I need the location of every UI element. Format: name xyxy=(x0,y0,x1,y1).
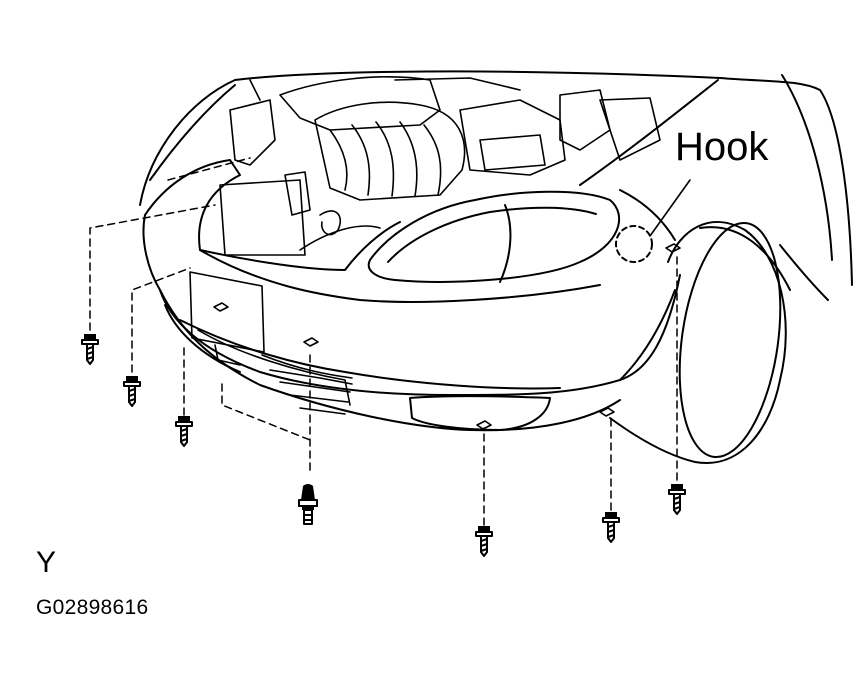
bolt-hole-markers xyxy=(213,243,681,430)
dashed-leader-lines xyxy=(89,157,678,526)
fog-lamp-recess xyxy=(409,395,551,431)
hook-label: Hook xyxy=(675,125,769,169)
grille xyxy=(189,271,353,415)
clip-icon xyxy=(298,483,318,525)
hook-indicator xyxy=(615,179,691,263)
front-bumper xyxy=(142,159,681,432)
front-wheel xyxy=(609,220,829,465)
car-body xyxy=(139,70,853,286)
figure-code: G02898616 xyxy=(36,596,149,619)
view-label: Y xyxy=(36,546,57,579)
engine-bay xyxy=(219,76,661,256)
bolt-icon xyxy=(81,333,686,557)
headlight xyxy=(367,189,676,283)
